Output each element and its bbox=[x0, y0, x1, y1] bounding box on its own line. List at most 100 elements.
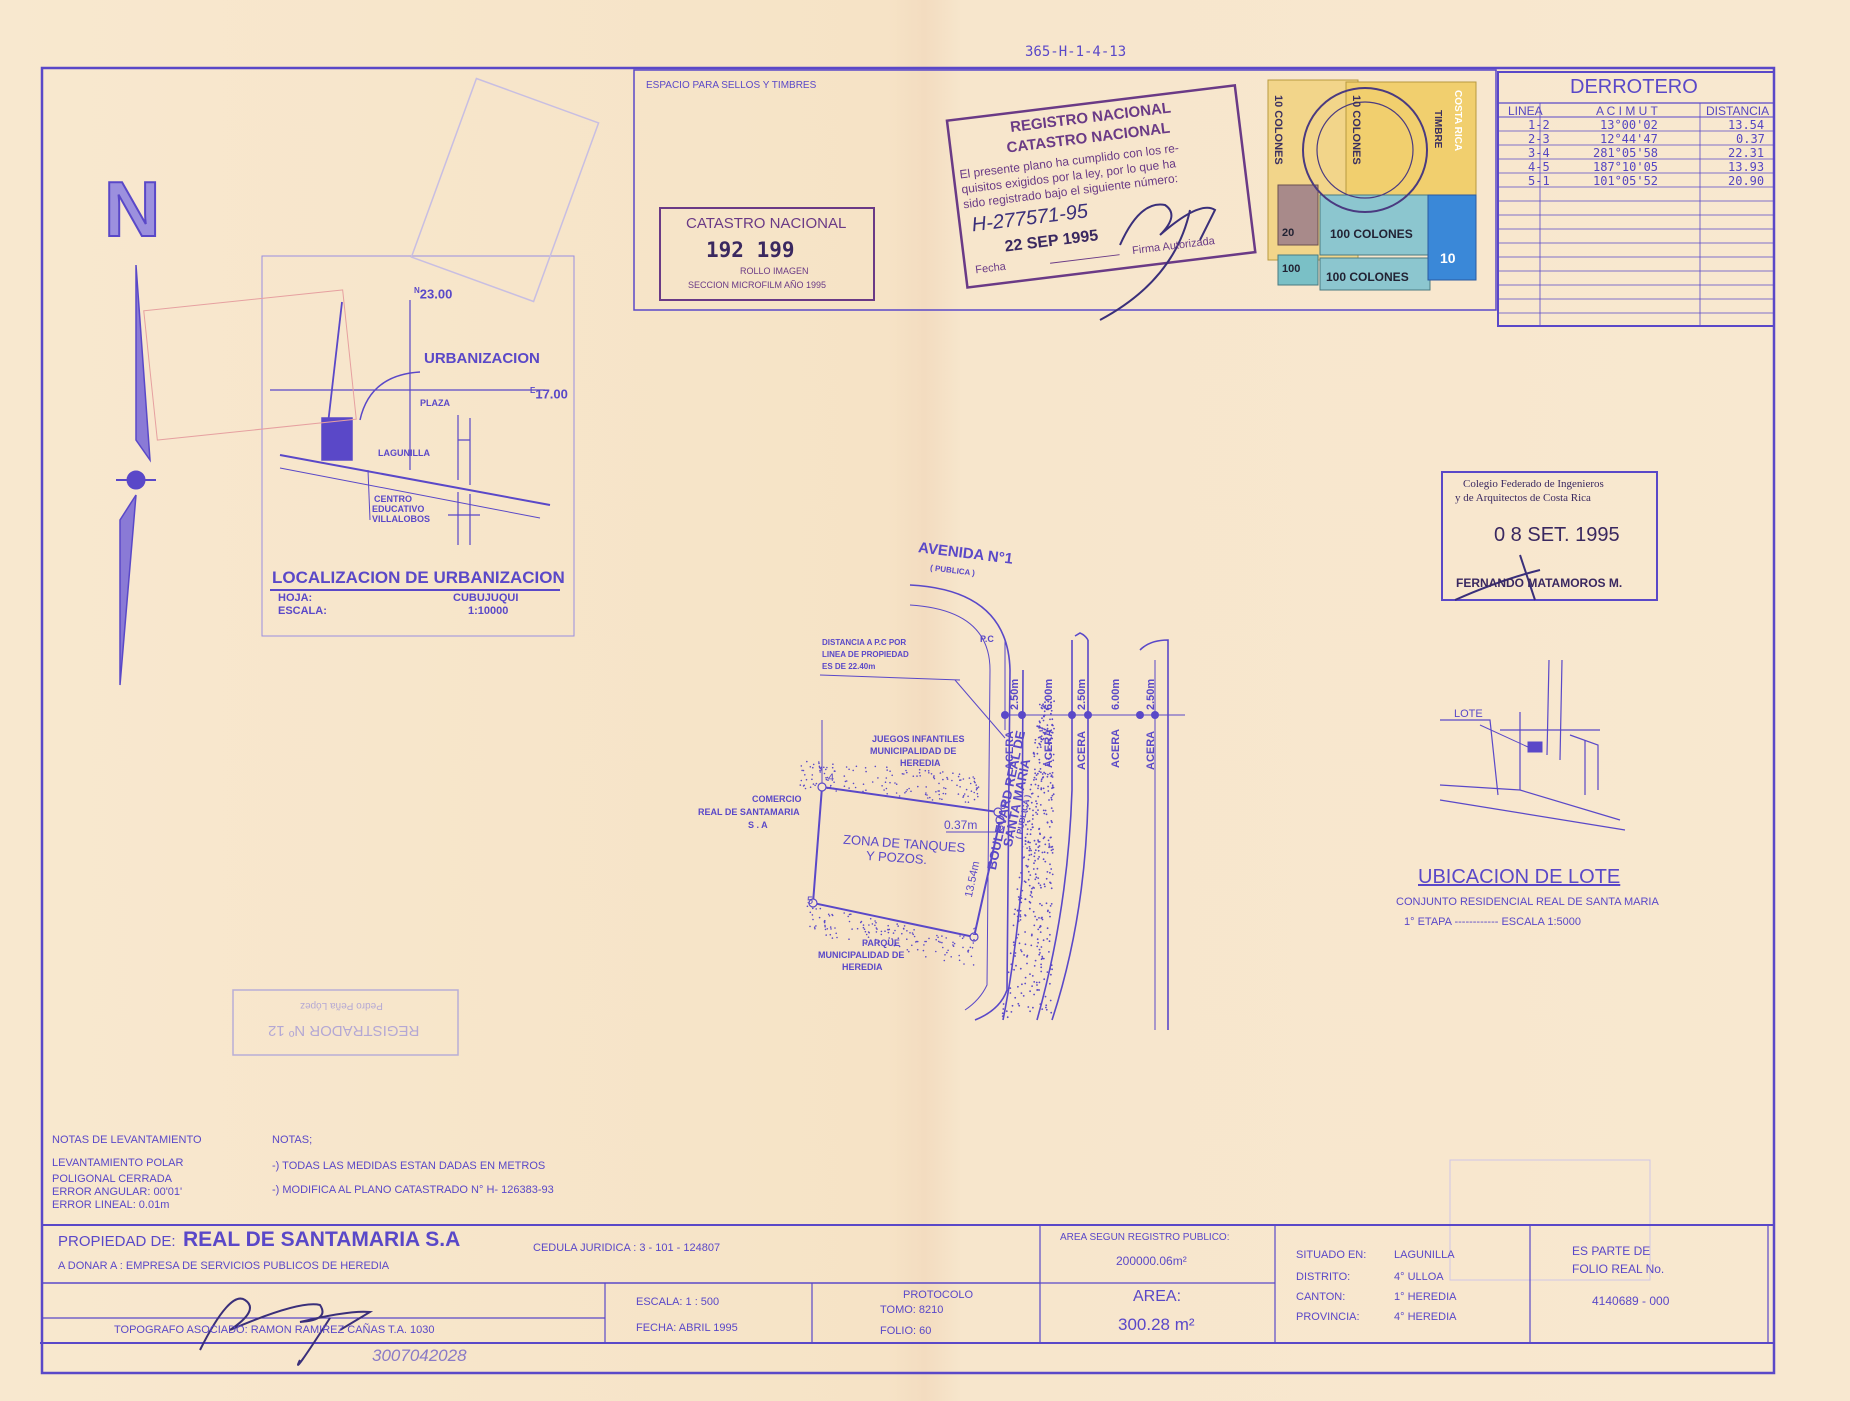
header-linea: LINEA bbox=[1508, 104, 1543, 118]
notas-lev-1: LEVANTAMIENTO POLAR bbox=[52, 1157, 184, 1169]
row2-distancia: 0.37 bbox=[1736, 132, 1765, 146]
row3-distancia: 22.31 bbox=[1728, 146, 1765, 160]
parque-line3: HEREDIA bbox=[842, 962, 883, 972]
escala-label: ESCALA: bbox=[278, 605, 327, 617]
area-registro-label: AREA SEGUN REGISTRO PUBLICO: bbox=[1060, 1232, 1230, 1243]
urbanizacion-label: URBANIZACION bbox=[424, 350, 540, 367]
width-1: 2.50m bbox=[1009, 678, 1021, 710]
row5-distancia: 20.90 bbox=[1728, 174, 1765, 188]
stamp-label-2: 10 COLONES bbox=[1350, 95, 1362, 165]
row5-acimut: 101°05'52 bbox=[1593, 174, 1659, 188]
centro-label-2: EDUCATIVO bbox=[372, 504, 425, 514]
plan-number: 365-H-1-4-13 bbox=[1025, 44, 1127, 60]
stamp-label-6: 100 COLONES bbox=[1326, 270, 1409, 284]
protocolo-label: PROTOCOLO bbox=[903, 1289, 974, 1301]
point-2: 2 bbox=[998, 824, 1005, 836]
comercio-line2: REAL DE SANTAMARIA bbox=[698, 807, 800, 817]
notas-lev-2: POLIGONAL CERRADA bbox=[52, 1173, 173, 1185]
row2-linea: 2-3 bbox=[1528, 132, 1550, 146]
stamp-label-1: 10 COLONES bbox=[1272, 95, 1284, 165]
faded-stamp-line2: REGISTRADOR Nº 12 bbox=[268, 1022, 420, 1039]
situado-value: LAGUNILLA bbox=[1394, 1249, 1455, 1261]
colegio-stamp-box bbox=[1441, 471, 1658, 601]
derrotero-row: 3-4 281°05'58 22.31 bbox=[1500, 146, 1770, 160]
header-distancia: DISTANCIA bbox=[1706, 104, 1770, 118]
row4-acimut: 187°10'05 bbox=[1593, 160, 1659, 174]
distrito-label: DISTRITO: bbox=[1296, 1271, 1351, 1283]
topografo: TOPOGRAFO ASOCIADO: RAMON RAMIREZ CAÑAS … bbox=[114, 1324, 435, 1336]
nota-1: -) TODAS LAS MEDIDAS ESTAN DADAS EN METR… bbox=[272, 1160, 546, 1172]
colegio-name: FERNANDO MATAMOROS M. bbox=[1456, 576, 1623, 590]
notas-lev-3: ERROR ANGULAR: 00'01' bbox=[52, 1186, 183, 1198]
catastro-line2: SECCION MICROFILM AÑO 1995 bbox=[688, 280, 827, 290]
stamp-label-8: 100 bbox=[1282, 263, 1301, 275]
ubicacion-line2: 1° ETAPA ------------ ESCALA 1:5000 bbox=[1404, 916, 1581, 928]
hoja-label: HOJA: bbox=[278, 592, 313, 604]
derrotero-row: 2-3 12°44'47 0.37 bbox=[1500, 132, 1770, 146]
localizacion-title: LOCALIZACION DE URBANIZACION bbox=[272, 568, 565, 587]
width-3: 2.50m bbox=[1076, 678, 1088, 710]
ubicacion-line1: CONJUNTO RESIDENCIAL REAL DE SANTA MARIA bbox=[1396, 896, 1659, 908]
point-1: 1 bbox=[972, 926, 979, 938]
notas-lev-4: ERROR LINEAL: 0.01m bbox=[52, 1199, 170, 1211]
tomo: TOMO: 8210 bbox=[880, 1304, 944, 1316]
area-value: 300.28 m² bbox=[1118, 1315, 1195, 1334]
point-5: 5 bbox=[807, 895, 814, 907]
seal-space-box bbox=[633, 69, 1497, 311]
row3-linea: 3-4 bbox=[1528, 146, 1550, 160]
derrotero-title: DERROTERO bbox=[1570, 76, 1698, 98]
distrito-value: 4° ULLOA bbox=[1394, 1271, 1444, 1283]
escala-plan: ESCALA: 1 : 500 bbox=[636, 1296, 720, 1308]
row1-linea: 1-2 bbox=[1528, 118, 1550, 132]
width-4: 6.00m bbox=[1110, 678, 1122, 710]
faded-registrador-stamp bbox=[232, 989, 459, 1056]
north-letter: N bbox=[103, 165, 161, 253]
north-arrow-lower bbox=[119, 494, 137, 686]
stipple-hatching bbox=[799, 699, 1055, 1019]
comercio-line1: COMERCIO bbox=[752, 794, 802, 804]
parque-line1: PARQUE bbox=[862, 938, 900, 948]
point-4: 4 bbox=[828, 772, 835, 784]
folio-real-label: FOLIO REAL No. bbox=[1572, 1262, 1665, 1276]
catastro-stamp-box bbox=[659, 207, 875, 301]
row4-linea: 4-5 bbox=[1528, 160, 1550, 174]
faded-stamp-line1: Pedro Peña López bbox=[300, 1000, 383, 1011]
fecha-plan: FECHA: ABRIL 1995 bbox=[636, 1322, 738, 1334]
propiedad-value: REAL DE SANTAMARIA S.A bbox=[183, 1228, 461, 1251]
acera-label-2: ACERA bbox=[1043, 728, 1055, 768]
area-label: AREA: bbox=[1133, 1288, 1182, 1305]
lagunilla-label: LAGUNILLA bbox=[378, 448, 430, 458]
catastro-title: CATASTRO NACIONAL bbox=[686, 215, 847, 232]
acera-label-1: ACERA bbox=[1004, 730, 1016, 770]
es-parte-de: ES PARTE DE bbox=[1572, 1244, 1651, 1258]
propiedad-label: PROPIEDAD DE: bbox=[58, 1233, 176, 1250]
row5-linea: 5-1 bbox=[1528, 174, 1550, 188]
canton-label: CANTON: bbox=[1296, 1291, 1346, 1303]
registro-stamp: REGISTRO NACIONAL CATASTRO NACIONAL El p… bbox=[947, 85, 1255, 287]
north-arrow-upper bbox=[135, 264, 151, 463]
registro-firma-label: Firma Autorizada bbox=[1131, 235, 1216, 258]
row2-acimut: 12°44'47 bbox=[1600, 132, 1658, 146]
derrotero-header: LINEA A C I M U T DISTANCIA bbox=[1500, 104, 1770, 118]
derrotero-row: 1-2 13°00'02 13.54 bbox=[1500, 118, 1770, 132]
row4-distancia: 13.93 bbox=[1728, 160, 1765, 174]
folio-real-number: 4140689 - 000 bbox=[1592, 1294, 1670, 1308]
width-2: 6.00m bbox=[1043, 678, 1055, 710]
distancia-line3: ES DE 22.40m bbox=[822, 662, 876, 671]
notas-lev-title: NOTAS DE LEVANTAMIENTO bbox=[52, 1134, 202, 1146]
pc-label: P.C bbox=[980, 634, 994, 644]
registro-stamp-box bbox=[945, 83, 1257, 289]
acera-label-5: ACERA bbox=[1145, 730, 1157, 770]
header-acimut: A C I M U T bbox=[1596, 104, 1658, 118]
dim-037: 0.37m bbox=[944, 818, 978, 832]
ubicacion-title: UBICACION DE LOTE bbox=[1418, 866, 1621, 888]
median-edge bbox=[1036, 640, 1073, 1021]
coord-n: N23.00 bbox=[414, 286, 453, 302]
cedula-juridica: CEDULA JURIDICA : 3 - 101 - 124807 bbox=[533, 1242, 721, 1254]
stamp-label-3: TIMBRE bbox=[1432, 110, 1443, 149]
nota-2: -) MODIFICA AL PLANO CATASTRADO N° H- 12… bbox=[272, 1184, 554, 1196]
canton-value: 1° HEREDIA bbox=[1394, 1291, 1457, 1303]
situado-label: SITUADO EN: bbox=[1296, 1249, 1367, 1261]
row1-distancia: 13.54 bbox=[1728, 118, 1765, 132]
